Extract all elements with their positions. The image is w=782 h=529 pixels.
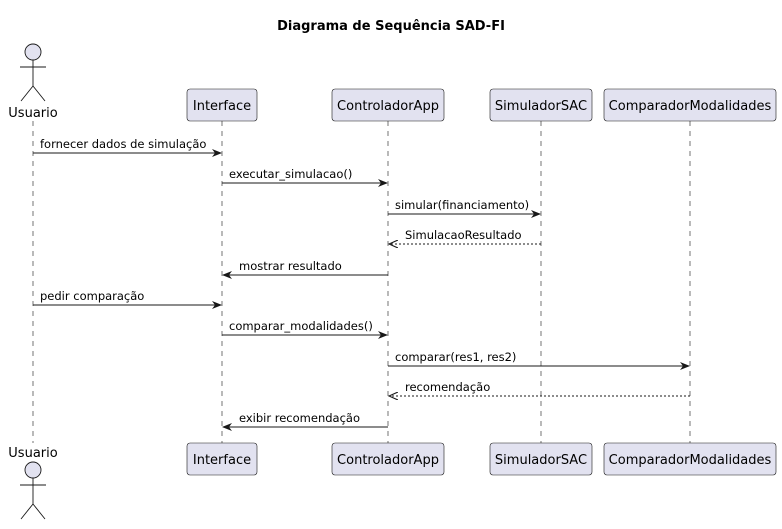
message-label: executar_simulacao() bbox=[229, 167, 352, 181]
participant-label: ComparadorModalidades bbox=[609, 99, 772, 114]
participant-rect bbox=[603, 88, 777, 122]
message-label: pedir comparação bbox=[40, 289, 144, 303]
participant-rect bbox=[603, 442, 777, 476]
participant-label: ControladorApp bbox=[337, 99, 439, 114]
participant-label: SimuladorSAC bbox=[495, 99, 587, 114]
message-label: mostrar resultado bbox=[239, 259, 342, 273]
participant-label: Interface bbox=[193, 99, 251, 114]
participant-rect bbox=[186, 442, 258, 476]
participant-box-simulador-bottom: SimuladorSAC bbox=[489, 442, 593, 476]
actor-icon-bottom bbox=[20, 461, 46, 520]
participant-box-comparador-top: ComparadorModalidades bbox=[603, 88, 777, 122]
message-label: fornecer dados de simulação bbox=[40, 137, 206, 151]
participant-box-comparador-bottom: ComparadorModalidades bbox=[603, 442, 777, 476]
participant-label: SimuladorSAC bbox=[495, 453, 587, 468]
message-label: SimulacaoResultado bbox=[405, 228, 522, 242]
message-label: recomendação bbox=[405, 380, 490, 394]
actor-label-top: Usuario bbox=[8, 106, 57, 121]
participant-box-interface-bottom: Interface bbox=[186, 442, 258, 476]
participant-box-controlador-bottom: ControladorApp bbox=[331, 442, 445, 476]
participant-box-controlador-top: ControladorApp bbox=[331, 88, 445, 122]
actor-label-bottom: Usuario bbox=[8, 446, 57, 461]
participant-rect bbox=[489, 442, 593, 476]
message-10: exibir recomendação bbox=[222, 411, 388, 431]
participant-label: Interface bbox=[193, 453, 251, 468]
actor-icon-top bbox=[20, 43, 46, 102]
message-label: exibir recomendação bbox=[239, 411, 360, 425]
message-7: comparar_modalidades() bbox=[222, 319, 388, 339]
participant-label: ControladorApp bbox=[337, 453, 439, 468]
message-5: mostrar resultado bbox=[222, 259, 388, 279]
message-label: comparar(res1, res2) bbox=[395, 350, 516, 364]
participant-rect bbox=[331, 442, 445, 476]
message-6: pedir comparação bbox=[33, 289, 222, 309]
message-label: simular(financiamento) bbox=[395, 198, 529, 212]
message-1: fornecer dados de simulação bbox=[33, 137, 222, 157]
message-3: simular(financiamento) bbox=[388, 198, 541, 218]
participant-rect bbox=[186, 88, 258, 122]
participant-label: ComparadorModalidades bbox=[609, 453, 772, 468]
diagram-title: Diagrama de Sequência SAD-FI bbox=[277, 19, 505, 34]
message-9: recomendação bbox=[389, 380, 690, 396]
participant-rect bbox=[489, 88, 593, 122]
participant-box-interface-top: Interface bbox=[186, 88, 258, 122]
message-2: executar_simulacao() bbox=[222, 167, 388, 187]
participant-box-simulador-top: SimuladorSAC bbox=[489, 88, 593, 122]
message-8: comparar(res1, res2) bbox=[388, 350, 690, 370]
participant-rect bbox=[331, 88, 445, 122]
message-4: SimulacaoResultado bbox=[389, 228, 541, 244]
message-label: comparar_modalidades() bbox=[229, 319, 373, 333]
